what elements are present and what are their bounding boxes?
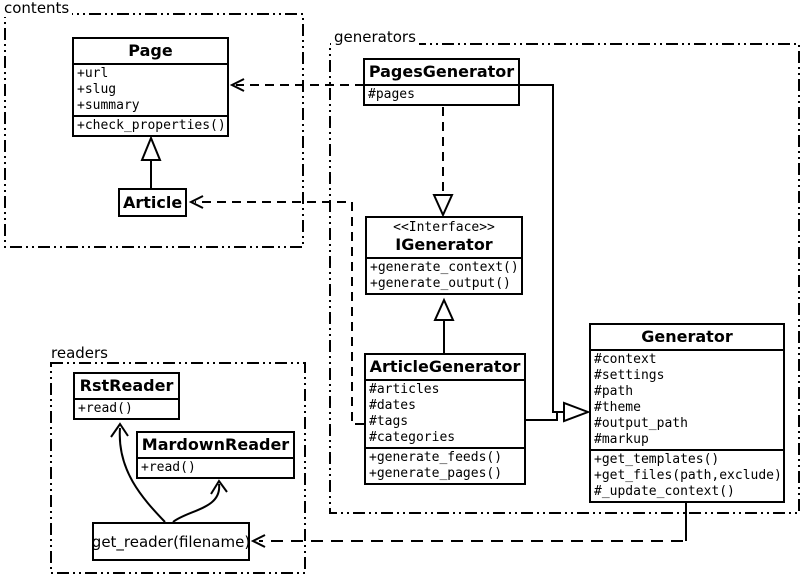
arrowhead-rstreader [110,422,129,438]
class-box-article: Article [118,188,187,217]
class-methods-page: +check_properties() [74,115,227,135]
class-stereotype-igenerator: <<Interface>> [393,220,495,235]
inheritance-line-articlegenerator-to-generator [525,411,564,421]
class-methods-generator: +get_templates() +get_files(path,exclude… [591,449,783,501]
dependency-arrowhead-getreader [250,534,266,548]
arrowhead-markdownreader [210,479,228,495]
class-methods-articlegenerator: +generate_feeds() +generate_pages() [366,447,524,483]
package-label-contents: contents [1,0,73,17]
class-title-generator: Generator [641,327,733,346]
package-frame-generators [329,43,800,514]
class-methods-igenerator: +generate_context() +generate_output() [367,257,521,293]
curve-getreader-to-markdownreader [172,483,221,523]
function-box-getreader: get_reader(filename) [92,522,250,561]
package-label-readers: readers [48,345,111,362]
class-title-igenerator: IGenerator [395,235,493,254]
class-title-pagesgenerator: PagesGenerator [368,62,515,81]
class-box-page: Page +url +slug +summary +check_properti… [72,37,229,137]
dependency-arrowhead-page [229,78,245,92]
dependency-line-articlegenerator-to-article [195,201,364,425]
package-frame-readers [50,362,306,574]
class-title-page: Page [128,41,173,60]
class-methods-markdownreader: +read() [138,457,293,477]
inheritance-triangle-igenerator-bottom [433,297,455,321]
inheritance-triangle-generator-left [563,401,591,423]
class-title-markdownreader: MardownReader [141,435,290,454]
class-title-article: Article [123,192,183,212]
inheritance-triangle-page [140,135,162,161]
class-attributes-generator: #context #settings #path #theme #output_… [591,349,783,449]
class-box-articlegenerator: ArticleGenerator #articles #dates #tags … [364,353,526,485]
class-attributes-pagesgenerator: #pages [365,84,518,104]
class-box-igenerator: <<Interface>> IGenerator +generate_conte… [365,216,523,295]
package-label-generators: generators [331,29,419,46]
realization-triangle-igenerator-top [432,194,454,218]
package-frame-contents [4,13,304,248]
class-attributes-articlegenerator: #articles #dates #tags #categories [366,379,524,447]
class-methods-rstreader: +read() [75,398,178,418]
class-attributes-page: +url +slug +summary [74,63,227,115]
class-box-rstreader: RstReader +read() [73,372,180,420]
curve-getreader-to-rstreader [118,427,166,523]
class-box-pagesgenerator: PagesGenerator #pages [363,58,520,106]
dependency-arrowhead-article [188,195,204,209]
class-title-articlegenerator: ArticleGenerator [369,357,521,376]
class-box-generator: Generator #context #settings #path #them… [589,323,785,503]
class-box-markdownreader: MardownReader +read() [136,431,295,479]
class-title-rstreader: RstReader [79,376,174,395]
